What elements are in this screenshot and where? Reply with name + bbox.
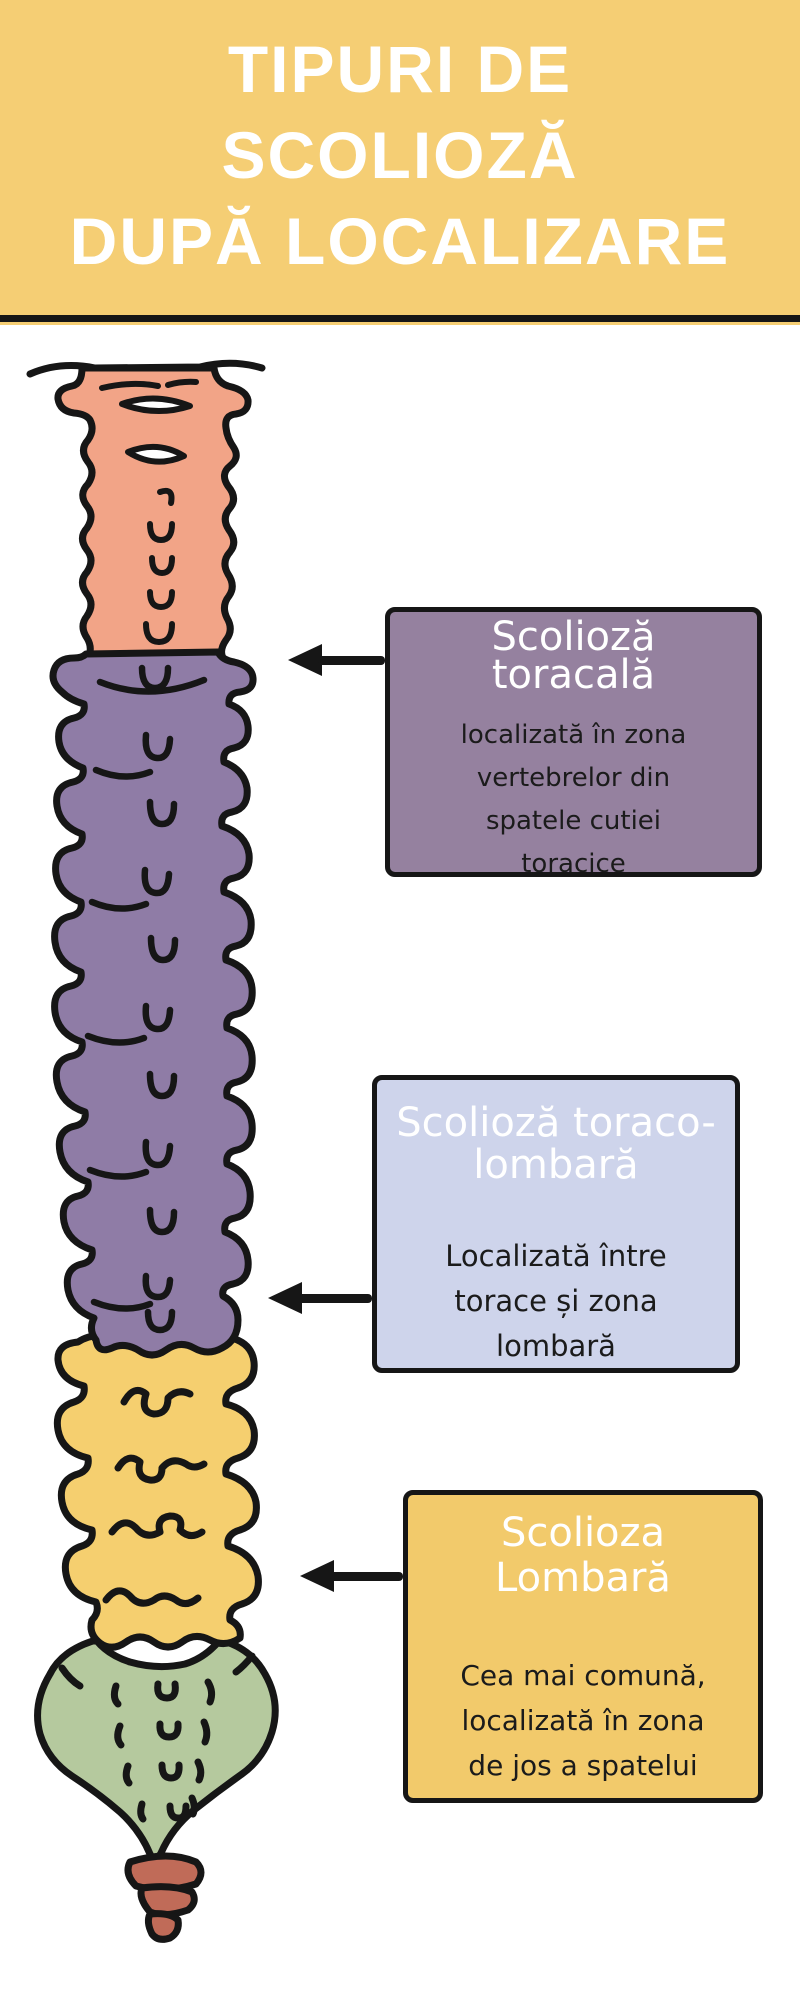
arrow-lombara-head [300,1560,334,1592]
cervical-mark-details [99,378,199,645]
divider-line [0,315,800,322]
arrow-toraco-lombara-head [268,1282,302,1314]
arrow-toracala-head [288,644,322,676]
callout-toracala-body: localizată în zona vertebrelor din spate… [460,720,687,879]
callout-toracala-heading: Scolioză toracală [491,614,656,698]
thoracic-spinous-marks [84,664,208,1334]
arrow-toraco-lombara-line [298,1294,372,1303]
divider-accent-sliver [0,322,800,325]
callout-lombara-body: Cea mai comună, localizată în zona de jo… [460,1659,706,1782]
callout-toracala-box: Scolioză toracală localizată în zona ver… [385,607,762,879]
callout-toraco-lombara-body: Localizată între torace și zona lombară [445,1239,667,1363]
callout-toraco-lombara-heading: Scolioză toraco- lombară [396,1100,716,1188]
header-banner: TIPURI DE SCOLIOZĂ DUPĂ LOCALIZARE [0,0,800,315]
arrow-lombara-line [330,1572,403,1581]
callout-lombara-box: Scolioza Lombară Cea mai comună, localiz… [403,1490,763,1803]
sacrum-foramina-marks [58,1652,256,1823]
coccyx-segment [124,1852,205,1943]
callout-lombara-heading: Scolioza Lombară [495,1510,671,1601]
arrow-toracala-line [318,656,385,665]
page-title: TIPURI DE SCOLIOZĂ DUPĂ LOCALIZARE [69,32,731,278]
lumbar-squiggle-marks [102,1386,208,1607]
lumbar-segment [53,1329,262,1651]
callout-toraco-lombara-box: Scolioză toraco- lombară Localizată într… [372,1075,740,1373]
cervical-slit-details [119,395,193,465]
thoracic-segment [49,648,257,1359]
